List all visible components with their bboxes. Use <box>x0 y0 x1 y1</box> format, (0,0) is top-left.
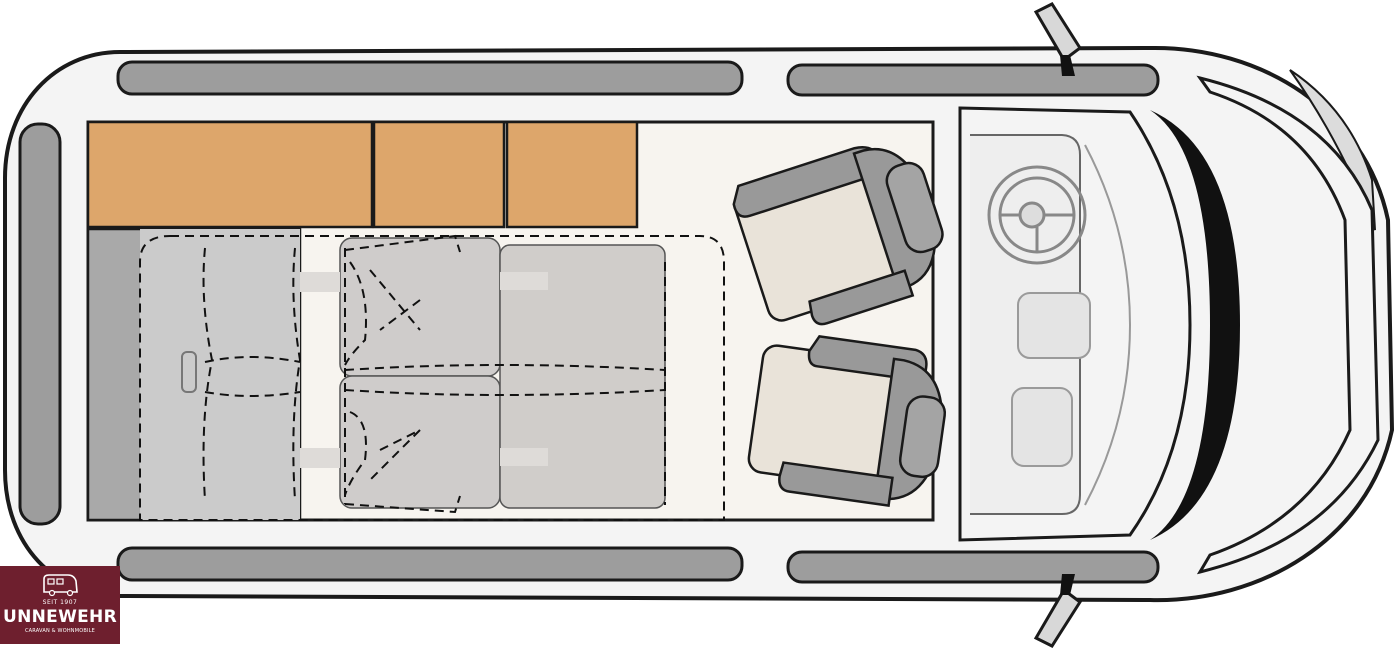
seat-headrest <box>885 161 944 254</box>
cab-seat-driver <box>1017 292 1091 359</box>
seat-headrest <box>898 395 947 479</box>
cabinet-right <box>505 120 639 229</box>
seat-passenger-swivel <box>747 334 947 508</box>
cab-seats-front <box>1011 292 1091 467</box>
bench-cushion-bottom <box>339 375 501 509</box>
window-front-left-top <box>786 63 1160 97</box>
kitchen-cabinets <box>86 120 639 229</box>
seat-belt-buckle <box>181 351 197 393</box>
motorhome-logo-icon <box>43 574 78 597</box>
company-logo: SEIT 1907 UNNEWEHR CARAVAN & WOHNMOBILE <box>0 566 120 644</box>
bench-seat-overlay <box>300 237 666 509</box>
cabinet-large <box>86 120 374 229</box>
logo-since-text: SEIT 1907 <box>42 599 78 606</box>
window-rear-left-top <box>116 60 744 96</box>
side-mirrors <box>1033 2 1083 648</box>
windshield <box>1150 75 1380 575</box>
steering-wheel-icon <box>987 165 1087 265</box>
bench-back <box>499 244 666 509</box>
seat-armrest-bottom <box>778 461 894 508</box>
side-windows <box>18 60 1160 584</box>
window-front-left-bottom <box>786 550 1160 584</box>
cab-seat-passenger <box>1011 387 1073 467</box>
logo-brand-name: UNNEWEHR <box>3 607 117 627</box>
mirror-top <box>1033 2 1083 63</box>
logo-tagline: CARAVAN & WOHNMOBILE <box>24 628 96 634</box>
seat-driver-swivel <box>732 146 944 326</box>
bed-outline <box>139 234 725 521</box>
mirror-bottom <box>1033 587 1083 648</box>
seat-armrest-bottom <box>808 269 915 326</box>
cabinet-middle <box>372 120 506 229</box>
window-rear-left-bottom <box>116 546 744 582</box>
window-rear <box>18 122 62 526</box>
bench-cushion-top <box>339 237 501 377</box>
